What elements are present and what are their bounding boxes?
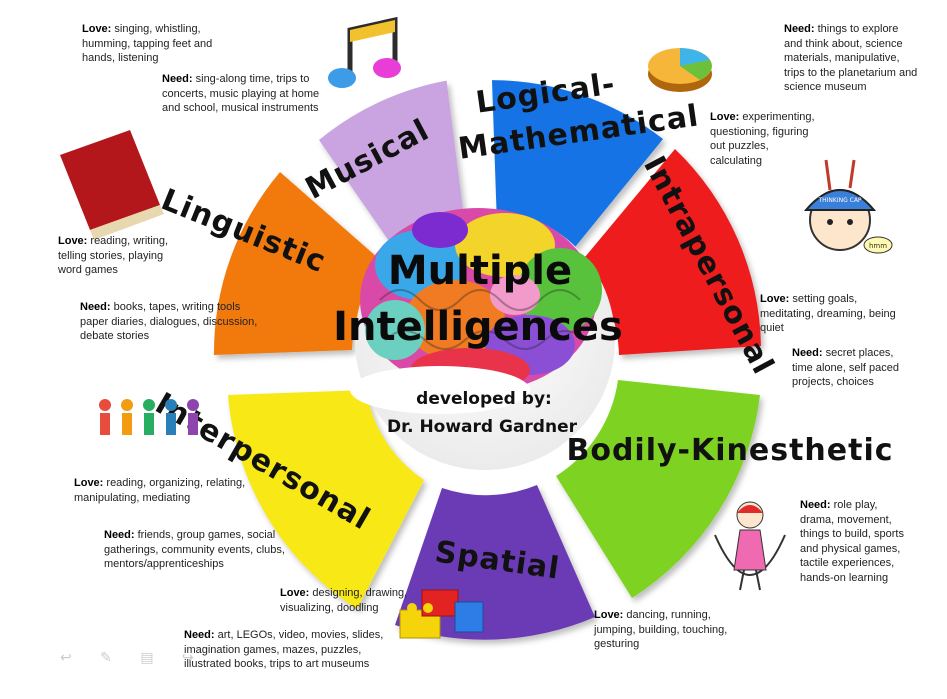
label-bodily: Bodily-Kinesthetic <box>566 433 893 468</box>
segment-intrapersonal <box>580 149 761 355</box>
musical-love-note: Love: singing, whistling, humming, tappi… <box>82 23 213 64</box>
thinking-cap-text: THINKING CAP <box>817 197 861 204</box>
pie-chart-icon <box>648 48 712 92</box>
intrapersonal-need-note: Need: secret places, time alone, self pa… <box>792 347 900 388</box>
logical-love-note: Love: experimenting, questioning, figuri… <box>710 111 815 167</box>
slide-nav-controls[interactable]: ↩ ✎ ▤ ↪ <box>60 650 206 666</box>
spatial-love-note: Love: designing, drawing, visualizing, d… <box>280 587 408 614</box>
music-note-icon <box>328 16 401 88</box>
segment-musical <box>319 80 465 257</box>
interpersonal-need-note: Need: friends, group games, social gathe… <box>104 529 285 570</box>
thought-bubble-text: hmm <box>869 242 887 250</box>
thinking-cap-kid-icon: THINKING CAP hmm <box>803 159 893 254</box>
musical-need-note: Need: sing-along time, trips to concerts… <box>162 73 320 114</box>
segment-logical <box>492 80 663 252</box>
linguistic-love-note: Love: reading, writing, telling stories,… <box>58 235 169 276</box>
title-line1: Multiple <box>388 248 572 294</box>
title-line2: Intelligences <box>333 304 623 350</box>
lego-blocks-icon <box>399 589 484 639</box>
linguistic-need-note: Need: books, tapes, writing tools paper … <box>80 301 258 342</box>
brain-icon <box>350 208 602 414</box>
developed-by-label: developed by: <box>416 389 552 409</box>
jump-rope-girl-icon <box>714 501 786 591</box>
spatial-need-note: Need: art, LEGOs, video, movies, slides,… <box>184 629 384 670</box>
segment-bodily <box>556 380 760 598</box>
author-name: Dr. Howard Gardner <box>387 417 578 437</box>
interpersonal-love-note: Love: reading, organizing, relating, man… <box>74 477 246 504</box>
segment-interpersonal <box>228 390 424 609</box>
people-chain-icon <box>99 399 199 435</box>
logical-need-note: Need: things to explore and think about,… <box>784 23 918 93</box>
bodily-love-note: Love: dancing, running, jumping, buildin… <box>594 609 728 650</box>
book-icon <box>60 130 164 240</box>
bodily-need-note: Need: role play, drama, movement, things… <box>800 499 904 584</box>
intrapersonal-love-note: Love: setting goals, meditating, dreamin… <box>760 293 896 334</box>
segment-linguistic <box>213 172 386 355</box>
